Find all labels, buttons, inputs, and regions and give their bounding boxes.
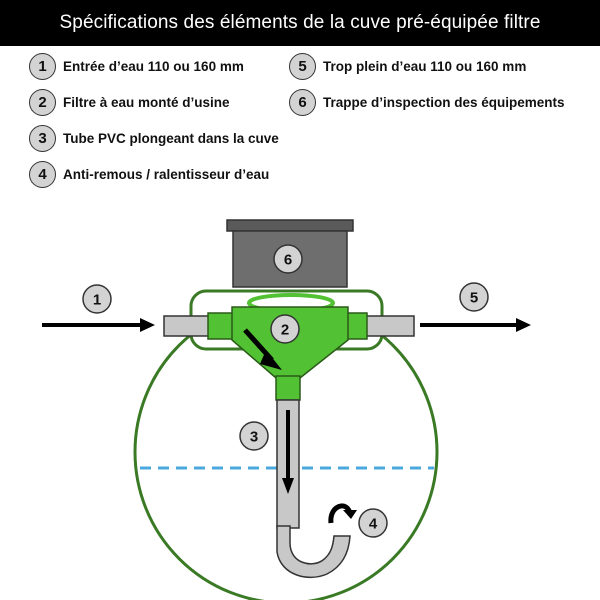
legend-label: Entrée d’eau 110 ou 160 mm	[63, 59, 244, 74]
filter-flow-arrowhead	[260, 350, 282, 370]
u-bend	[276, 525, 351, 578]
diagram-badge-4: 4	[358, 508, 388, 538]
legend-item-4: 4 Anti-remous / ralentisseur d’eau	[29, 161, 269, 188]
legend-label: Anti-remous / ralentisseur d’eau	[63, 167, 270, 182]
page-title: Spécifications des éléments de la cuve p…	[0, 0, 600, 46]
anti-swirl-arrowhead	[343, 510, 357, 519]
inlet-coupler	[207, 312, 235, 340]
diagram-badge-number: 2	[281, 322, 289, 339]
diagram-badge-1: 1	[82, 284, 112, 314]
legend-number-badge: 1	[29, 53, 56, 80]
diagram-badge-2: 2	[270, 314, 300, 344]
diagram-badge-number: 5	[470, 290, 478, 307]
legend-label: Filtre à eau monté d’usine	[63, 95, 230, 110]
diagram-badge-5: 5	[459, 282, 489, 312]
legend-number-badge: 2	[29, 89, 56, 116]
legend-item-5: 5 Trop plein d’eau 110 ou 160 mm	[289, 53, 526, 80]
legend-item-1: 1 Entrée d’eau 110 ou 160 mm	[29, 53, 244, 80]
diagram-badge-number: 3	[250, 429, 258, 446]
legend-number-badge: 4	[29, 161, 56, 188]
diagram-badge-number: 6	[284, 252, 292, 269]
legend-item-6: 6 Trappe d’inspection des équipements	[289, 89, 565, 116]
legend-label: Tube PVC plongeant dans la cuve	[63, 131, 279, 146]
filter-neck	[275, 375, 301, 401]
legend-label: Trappe d’inspection des équipements	[323, 95, 565, 110]
overflow-pipe	[365, 315, 415, 337]
legend-item-2: 2 Filtre à eau monté d’usine	[29, 89, 230, 116]
overflow-flow-arrowhead	[516, 318, 531, 332]
inlet-flow-arrowhead	[140, 318, 155, 332]
tube-flow-arrowhead	[282, 478, 294, 494]
diagram-badge-6: 6	[273, 244, 303, 274]
diagram-badge-number: 1	[93, 292, 101, 309]
inspection-hatch-lid	[226, 219, 354, 232]
legend-number-badge: 3	[29, 125, 56, 152]
legend-number-badge: 5	[289, 53, 316, 80]
legend-label: Trop plein d’eau 110 ou 160 mm	[323, 59, 527, 74]
inlet-pipe	[163, 315, 211, 337]
diagram-badge-number: 4	[369, 516, 378, 533]
diagram-badge-3: 3	[239, 421, 269, 451]
legend-number-badge: 6	[289, 89, 316, 116]
legend-item-3: 3 Tube PVC plongeant dans la cuve	[29, 125, 279, 152]
